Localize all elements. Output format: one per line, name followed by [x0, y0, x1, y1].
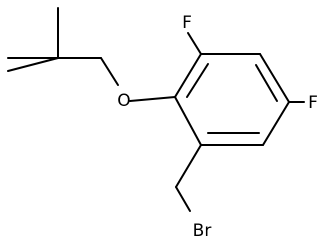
fluorine-right-label: F: [308, 93, 318, 113]
bond-ring-c1-c2: [174, 53, 202, 98]
bond-ch2-bromine: [175, 186, 191, 212]
bromine-label: Br: [193, 221, 212, 241]
oxygen-label: O: [117, 91, 130, 111]
bond-ring-c6-c1: [174, 96, 202, 146]
bond-ring-double-2: [255, 64, 278, 102]
bond-ring-c4-c5: [262, 101, 290, 146]
fluorine-top-label: F: [182, 13, 192, 33]
bond-ring-c3-c4: [259, 53, 290, 103]
bond-methyl-left-bottom: [7, 57, 59, 72]
bond-oxygen-ring: [129, 96, 176, 102]
bond-ch2-oxygen: [100, 57, 119, 86]
bonds: [7, 7, 305, 212]
bond-c6-ch2: [175, 144, 202, 188]
bond-ring-double-1: [186, 63, 209, 98]
atom-labels: O F F Br: [117, 13, 318, 241]
bond-c2-fluorine: [187, 32, 202, 55]
